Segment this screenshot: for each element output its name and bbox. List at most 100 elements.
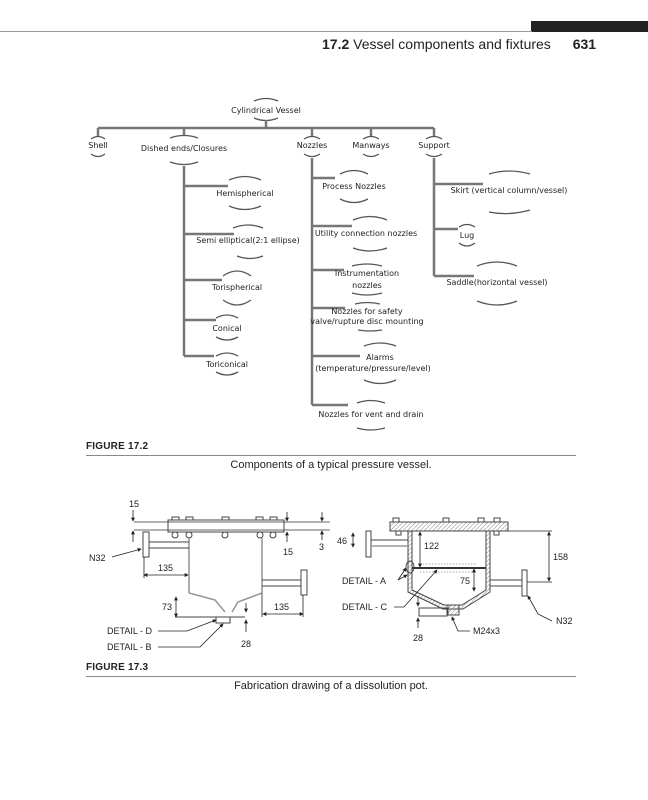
tori-bottom-arc [222, 299, 252, 306]
node-dished-ends: Dished ends/Closures [141, 144, 227, 153]
node-saddle: Saddle(horizontal vessel) [446, 278, 547, 287]
node-torispherical: Torispherical [211, 283, 262, 292]
section-title: Vessel components and fixtures [353, 36, 551, 52]
figure-17-3-caption: Fabrication drawing of a dissolution pot… [234, 680, 428, 692]
right-drain-boss [447, 604, 460, 616]
detail-a-circle [405, 560, 415, 574]
cone-left [188, 592, 226, 613]
figure-17-2-diagram: .ln { stroke: #777; stroke-width: 2.5; f… [88, 97, 568, 431]
conical-top-arc [215, 314, 239, 319]
figure-17-2-label: FIGURE 17.2 [86, 441, 149, 452]
callout-detail-c: DETAIL - C [342, 602, 388, 612]
instr-bottom-arc [351, 292, 383, 296]
callout-detail-d: DETAIL - D [107, 626, 153, 636]
drain-fitting [215, 616, 231, 624]
conical-bottom-arc [215, 336, 239, 341]
process-bottom-arc [339, 198, 369, 204]
right-top-flange [389, 521, 509, 532]
figure-17-2-caption: Components of a typical pressure vessel. [230, 459, 432, 471]
support-top-arc [425, 135, 443, 140]
alarms-bottom-arc [363, 379, 397, 385]
n32-right-leader [527, 595, 553, 622]
m24-leader [451, 616, 470, 632]
right-shell [407, 530, 491, 610]
node-vent-drain: Nozzles for vent and drain [318, 410, 423, 419]
dim-135-right: 135 [274, 602, 289, 612]
vent-top-arc [356, 399, 386, 404]
node-support: Support [418, 141, 450, 150]
cone-right [231, 592, 263, 613]
shell-bottom-arc [90, 153, 106, 158]
node-lug: Lug [460, 231, 474, 240]
detail-c-leader [394, 569, 438, 608]
callout-n32-left: N32 [89, 553, 106, 563]
utility-bottom-arc [352, 247, 388, 252]
dim-3: 3 [319, 542, 324, 552]
tori-top-arc [222, 270, 252, 277]
process-top-arc [339, 169, 369, 175]
utility-top-arc [352, 215, 388, 221]
figure-17-3-rule [86, 676, 576, 677]
right-view-left-nozzle-flange [365, 530, 372, 558]
dim-28-left: 28 [241, 639, 251, 649]
semi-top-arc [232, 224, 264, 229]
node-instrumentation-1: Instrumentation [335, 269, 399, 278]
figure-17-3-label: FIGURE 17.3 [86, 662, 149, 673]
support-bottom-arc [425, 153, 443, 158]
node-semi-elliptical: Semi elliptical(2:1 ellipse) [196, 236, 300, 245]
lug-bottom-arc [458, 242, 476, 247]
toriconical-bottom-arc [215, 371, 239, 376]
dim-158: 158 [553, 552, 568, 562]
page-number: 631 [572, 36, 597, 52]
dim-135-left: 135 [158, 563, 173, 573]
manways-bottom-arc [362, 153, 380, 158]
callout-detail-a: DETAIL - A [342, 576, 386, 586]
node-safety-2: valve/rupture disc mounting [310, 317, 423, 326]
figure-17-2-rule [86, 455, 576, 456]
node-manways: Manways [352, 141, 389, 150]
node-hemispherical: Hemispherical [216, 189, 273, 198]
node-alarms-1: Alarms [366, 353, 394, 362]
nozzles-top-arc [303, 135, 321, 140]
saddle-top-arc [476, 261, 518, 267]
node-safety-1: Nozzles for safety [331, 307, 403, 316]
node-process-nozzles: Process Nozzles [322, 182, 385, 191]
detail-a-leader-2 [397, 574, 408, 581]
node-skirt: Skirt (vertical column/vessel) [451, 186, 568, 195]
section-number: 17.2 [322, 36, 350, 52]
root-node: Cylindrical Vessel [231, 106, 301, 115]
nozzles-bottom-arc [303, 153, 321, 158]
n32-left-leader [111, 547, 142, 558]
dished-bottom-arc [169, 161, 199, 166]
right-bolts [392, 517, 501, 536]
saddle-bottom-arc [476, 300, 518, 306]
right-nozzle-flange [300, 569, 308, 596]
safety-top-arc [354, 301, 381, 305]
hemi-top-arc [228, 175, 262, 181]
left-view: 15 15 3 135 135 73 28 N32 DETAIL - D DET… [89, 499, 330, 652]
skirt-top-arc [488, 170, 531, 175]
lug-top-arc [458, 223, 476, 228]
manways-top-arc [362, 135, 380, 140]
instr-top-arc [351, 263, 383, 267]
right-view: 46 122 158 75 28 DETAIL - A DETAIL - C N… [337, 517, 573, 643]
dim-28-right: 28 [413, 633, 423, 643]
bolts-top [171, 516, 278, 539]
callout-detail-b: DETAIL - B [107, 642, 152, 652]
detail-b-leader [158, 623, 224, 648]
node-instrumentation-2: nozzles [352, 281, 382, 290]
safety-bottom-arc [357, 329, 383, 332]
right-base-block [418, 607, 448, 617]
callout-m24x3: M24x3 [473, 626, 500, 636]
dim-15-top: 15 [129, 499, 139, 509]
detail-a-leader-1 [397, 567, 407, 581]
left-nozzle-flange [142, 531, 150, 558]
semi-bottom-arc [236, 255, 264, 260]
dim-15-right: 15 [283, 547, 293, 557]
hemi-bottom-arc [228, 205, 262, 211]
dim-122: 122 [424, 541, 439, 551]
dim-73: 73 [162, 602, 172, 612]
node-nozzles: Nozzles [297, 141, 328, 150]
running-head: 17.2 Vessel components and fixtures 631 [322, 36, 596, 52]
dim-46: 46 [337, 536, 347, 546]
